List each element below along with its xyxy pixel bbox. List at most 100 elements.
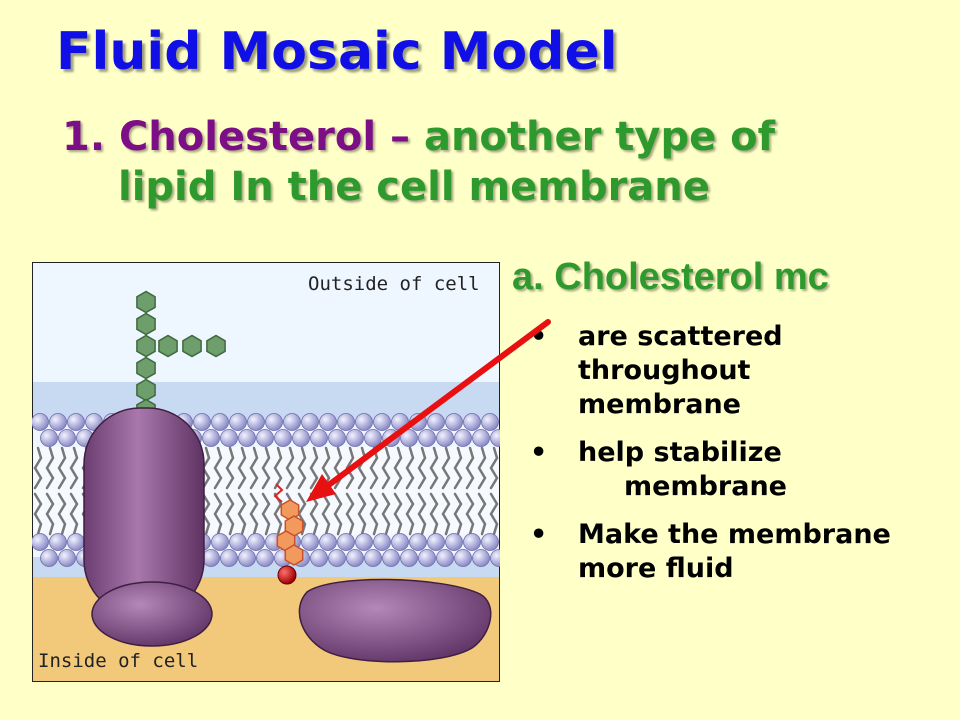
- lipid-tail: [285, 446, 295, 490]
- phospholipid-head: [238, 429, 256, 447]
- cholesterol-tail: [273, 483, 284, 503]
- phospholipid-head: [373, 533, 391, 551]
- phospholipid-head: [238, 549, 256, 567]
- phospholipid-head: [346, 429, 364, 447]
- lipid-tail: [237, 446, 247, 490]
- phospholipid-head: [32, 413, 49, 431]
- cholesterol-molecule: [273, 483, 304, 566]
- lipid-tail: [441, 492, 451, 536]
- bullet-icon: •: [530, 519, 548, 550]
- phospholipid-head: [193, 413, 211, 431]
- phospholipid-head: [265, 413, 283, 431]
- phospholipid-head: [373, 413, 391, 431]
- lipid-tail: [213, 446, 223, 490]
- bullet-line: membrane: [578, 389, 741, 420]
- bullet-list: • are scattered throughout membrane • he…: [530, 320, 950, 600]
- phospholipid-head: [445, 413, 463, 431]
- sugar-unit: [136, 334, 156, 358]
- phospholipid-head: [211, 413, 229, 431]
- point-number: 1.: [62, 114, 119, 160]
- phospholipid-head: [49, 413, 67, 431]
- lipid-tail: [405, 492, 415, 536]
- phospholipid-head: [454, 429, 472, 447]
- sugar-unit: [182, 334, 202, 358]
- point-dash: –: [376, 114, 424, 160]
- phospholipid-head: [310, 429, 328, 447]
- lipid-tail: [417, 492, 427, 536]
- phospholipid-head: [49, 533, 67, 551]
- phospholipid-head: [427, 413, 445, 431]
- outside-label-box: [304, 266, 498, 296]
- phospholipid-head: [409, 533, 427, 551]
- phospholipid-head: [463, 533, 481, 551]
- lipid-tail: [213, 492, 223, 536]
- lipid-tail: [69, 492, 79, 536]
- sugar-unit: [158, 334, 178, 358]
- phospholipid-head: [391, 413, 409, 431]
- phospholipid-head: [427, 533, 445, 551]
- lipid-tail: [333, 492, 343, 536]
- phospholipid-head: [301, 413, 319, 431]
- phospholipid-head: [463, 413, 481, 431]
- phospholipid-head: [247, 533, 265, 551]
- sugar-unit: [136, 356, 156, 380]
- phospholipid-head: [355, 533, 373, 551]
- bullet-line: are scattered: [578, 321, 783, 352]
- phospholipid-head: [400, 549, 418, 567]
- lipid-tail: [465, 492, 475, 536]
- phospholipid-head: [301, 533, 319, 551]
- lipid-tail: [33, 492, 43, 536]
- lipid-tail: [225, 446, 235, 490]
- lipid-tail: [453, 492, 463, 536]
- phospholipid-head: [481, 533, 499, 551]
- bullet-line: help stabilize: [578, 437, 782, 468]
- sugar-unit: [206, 334, 226, 358]
- outside-cell-label: Outside of cell: [308, 273, 480, 295]
- lipid-tail: [45, 492, 55, 536]
- peripheral-protein-left: [91, 581, 213, 647]
- peripheral-protein-right: [298, 578, 492, 663]
- phospholipid-head: [391, 533, 409, 551]
- lipid-tail: [69, 446, 79, 490]
- lipid-tail: [393, 492, 403, 536]
- lipid-tail: [225, 492, 235, 536]
- phospholipid-head: [337, 413, 355, 431]
- phospholipid-head: [409, 413, 427, 431]
- sub-point: a. Cholesterol mc: [512, 256, 829, 298]
- sugar-unit: [136, 290, 156, 314]
- phospholipid-head: [247, 413, 265, 431]
- phospholipid-head: [202, 429, 220, 447]
- sugar-unit: [136, 312, 156, 336]
- phospholipid-head: [40, 429, 58, 447]
- phospholipid-head: [364, 429, 382, 447]
- phospholipid-head: [211, 533, 229, 551]
- phospholipid-head: [229, 533, 247, 551]
- lipid-tail: [249, 492, 259, 536]
- cholesterol-head: [277, 565, 297, 585]
- phospholipid-head: [472, 549, 490, 567]
- lipid-tail: [369, 492, 379, 536]
- phospholipid-head: [283, 413, 301, 431]
- phospholipid-head: [292, 429, 310, 447]
- lipid-tail: [45, 446, 55, 490]
- bullet-item: • are scattered throughout membrane: [530, 320, 950, 422]
- main-point: 1. Cholesterol – another type of lipid I…: [62, 112, 942, 212]
- inside-cell-label: Inside of cell: [38, 650, 198, 672]
- bullet-icon: •: [530, 321, 548, 352]
- lipid-tail: [489, 492, 499, 536]
- phospholipid-head: [229, 413, 247, 431]
- phospholipid-head: [364, 549, 382, 567]
- phospholipid-head: [418, 549, 436, 567]
- phospholipid-head: [32, 533, 49, 551]
- phospholipid-head: [481, 413, 499, 431]
- lipid-tail: [429, 492, 439, 536]
- phospholipid-head: [67, 413, 85, 431]
- phospholipid-head: [445, 533, 463, 551]
- phospholipid-head: [436, 429, 454, 447]
- phospholipid-head: [418, 429, 436, 447]
- phospholipid-head: [328, 549, 346, 567]
- phospholipid-head: [256, 429, 274, 447]
- phospholipid-head: [382, 429, 400, 447]
- lipid-tail: [297, 446, 307, 490]
- phospholipid-head: [328, 429, 346, 447]
